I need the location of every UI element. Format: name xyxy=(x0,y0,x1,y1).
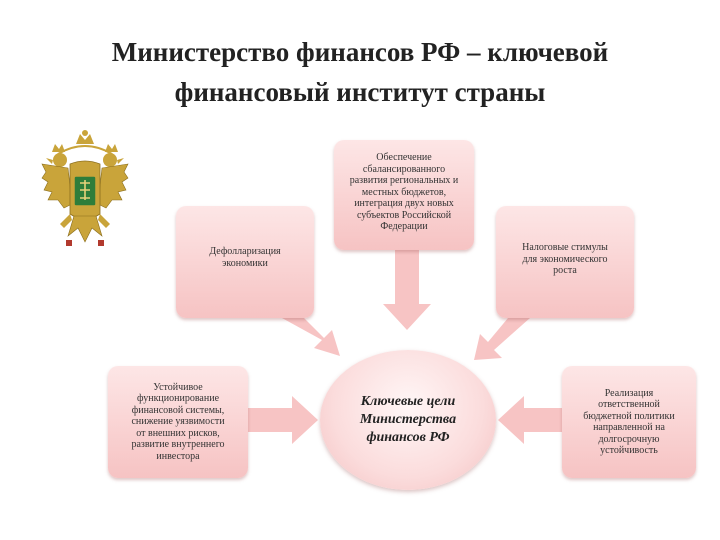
box-line: Федерации xyxy=(380,221,428,232)
box-line: финансовой системы, xyxy=(131,404,225,416)
center-line: финансов РФ xyxy=(366,430,450,445)
box-line: бюджетной политики xyxy=(583,410,675,422)
box-line: развития региональных и xyxy=(349,175,459,186)
box-line: функционирование xyxy=(136,393,220,405)
box-line: роста xyxy=(553,265,577,276)
box-line: Обеспечение xyxy=(376,152,432,163)
goal-box-budget-balance: Обеспечение сбалансированного развития р… xyxy=(334,140,474,250)
box-line: местных бюджетов, xyxy=(361,186,447,198)
goal-box-dedollarization: Дефолларизация экономики xyxy=(176,206,314,318)
center-line: Ключевые цели xyxy=(360,394,456,409)
box-line: Налоговые стимулы xyxy=(522,242,608,253)
goal-box-tax-incentives: Налоговые стимулы для экономического рос… xyxy=(496,206,634,318)
arrow-from-stability xyxy=(248,396,318,444)
box-line: интеграция двух новых xyxy=(354,198,454,209)
box-line: ответственной xyxy=(598,399,660,410)
box-line: Реализация xyxy=(604,387,654,399)
goal-box-budget-policy: Реализация ответственной бюджетной полит… xyxy=(562,366,696,478)
box-line: экономики xyxy=(222,257,268,269)
box-line: направленной на xyxy=(593,422,665,433)
box-line: для экономического xyxy=(522,253,608,265)
box-line: сбалансированного xyxy=(362,163,446,175)
box-line: снижение уязвимости xyxy=(131,416,225,428)
title-line-2: финансовый институт страны xyxy=(174,77,546,107)
slide-title: Министерство финансов РФ – ключевой фина… xyxy=(40,32,680,112)
box-line: Дефолларизация xyxy=(209,246,281,257)
title-line-1: Министерство финансов РФ – ключевой xyxy=(111,37,609,67)
arrow-from-balance xyxy=(383,250,431,330)
russian-coat-of-arms-icon xyxy=(41,130,129,246)
box-line: долгосрочную xyxy=(598,433,660,445)
center-line: Министерства xyxy=(359,412,457,427)
arrow-from-policy xyxy=(498,396,562,444)
box-line: от внешних рисков, xyxy=(136,427,220,439)
box-line: субъектов Российской xyxy=(356,209,452,221)
box-line: Устойчивое xyxy=(153,381,203,393)
goal-box-financial-stability: Устойчивое функционирование финансовой с… xyxy=(108,366,248,478)
arrow-from-dedollarization xyxy=(282,318,340,356)
arrow-from-tax xyxy=(474,318,530,360)
central-goals-ellipse: Ключевые цели Министерства финансов РФ xyxy=(320,350,496,490)
box-line: устойчивость xyxy=(600,445,658,456)
box-line: инвестора xyxy=(156,450,200,462)
box-line: развитие внутреннего xyxy=(131,439,225,451)
